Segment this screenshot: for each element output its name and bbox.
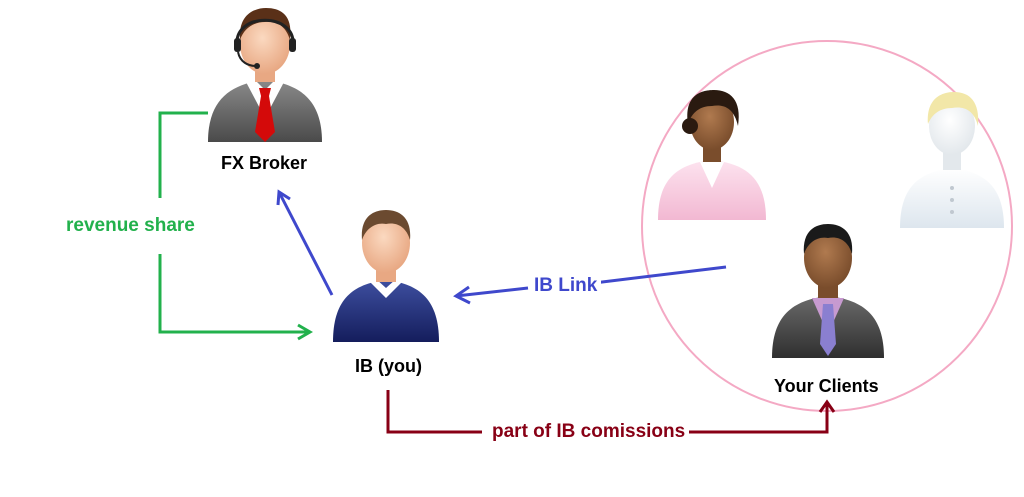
male-client-icon: [772, 224, 884, 358]
edge-label-revenue-share: revenue share: [62, 216, 199, 235]
node-label-ib-you: IB (you): [355, 356, 422, 376]
ib-person-icon: [333, 210, 439, 342]
blonde-client-icon: [900, 92, 1004, 228]
edge-label-ib-link: IB Link: [530, 276, 602, 295]
ib-link-arrow: [453, 265, 727, 305]
female-client-icon: [658, 90, 766, 220]
commissions-arrow: [386, 390, 836, 434]
node-label-your-clients: Your Clients: [774, 376, 879, 396]
revenue-share-connector: [158, 111, 313, 341]
broker-headset-person-icon: [208, 8, 322, 142]
edge-label-commissions: part of IB comissions: [488, 422, 690, 441]
ib-to-broker-arrow: [276, 189, 334, 296]
node-label-fx-broker: FX Broker: [221, 153, 308, 173]
